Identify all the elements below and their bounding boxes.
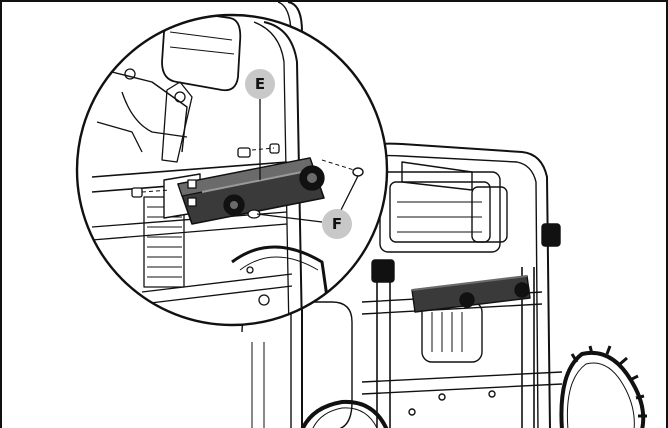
callout-f-leader-right [339,175,359,213]
wheel-right [559,345,647,428]
nut [352,167,364,177]
callout-f-leader-left [256,213,323,223]
callout-f-label: F [332,215,342,233]
bolt [131,143,280,198]
generator-illustration [241,2,647,428]
wheel-left [300,399,389,428]
detail-lens [75,13,389,327]
callout-e: E [245,69,275,99]
handle-bracket-installed [411,275,531,313]
callout-e-label: E [255,75,265,93]
handle-bracket [177,157,325,225]
lens-outline [75,13,389,327]
callout-f: F [322,209,352,239]
